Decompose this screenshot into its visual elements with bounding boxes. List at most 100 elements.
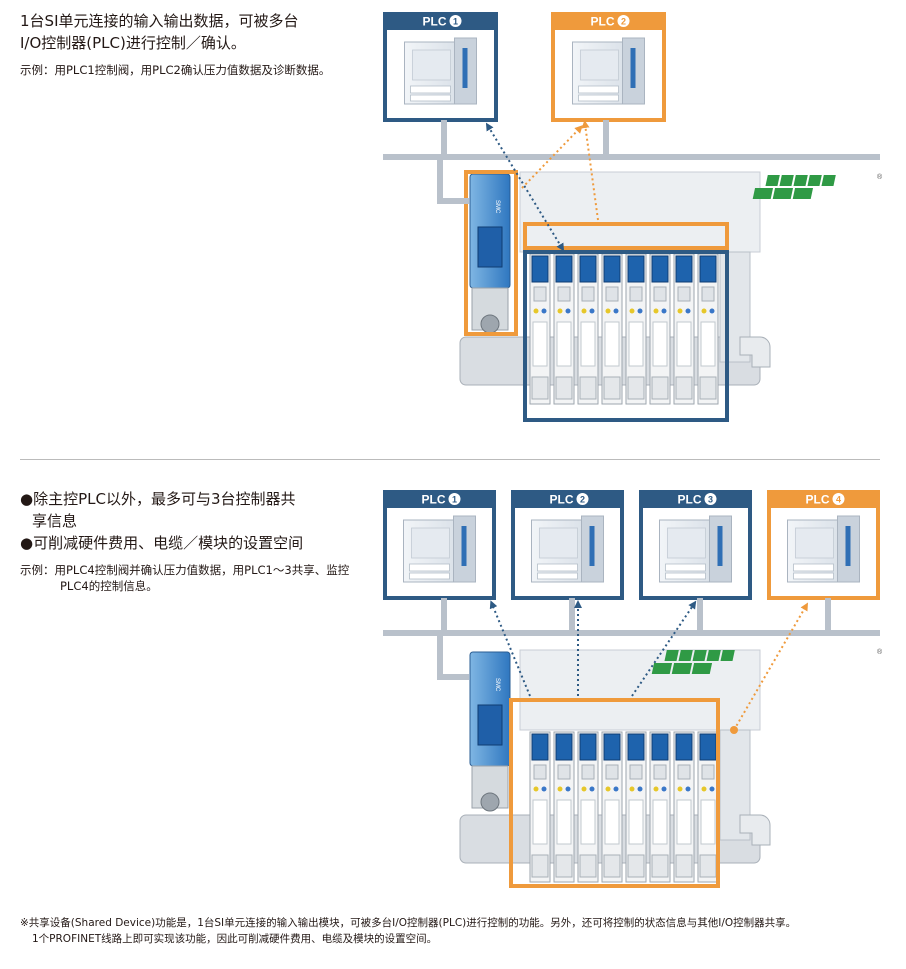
solenoid-valve [529, 731, 551, 883]
solenoid-valve [673, 731, 695, 883]
connector [480, 792, 500, 812]
si-unit-brand: SMC [494, 200, 500, 214]
solenoid-valve [697, 731, 719, 883]
computer-icon [572, 37, 645, 105]
shared-io-highlight [509, 698, 720, 888]
computer-icon [403, 515, 476, 583]
footnote-line1: ※共享设备(Shared Device)功能是，1台SI单元连接的输入输出模块，… [20, 917, 797, 929]
computer-icon [404, 37, 477, 105]
share-arrow-plc3 [631, 600, 697, 697]
solenoid-valve [553, 731, 575, 883]
logo-letter: E [818, 189, 825, 200]
logo-letter: T [838, 664, 845, 675]
plc-label: PLC [678, 493, 702, 507]
network-drop [441, 598, 447, 632]
registered-mark: ® [877, 648, 883, 656]
logo-tile [720, 650, 735, 661]
profinet-logo: PROFINET® [752, 173, 883, 200]
logo-tile [706, 650, 721, 661]
solenoid-valve [649, 253, 671, 405]
footnote: ※共享设备(Shared Device)功能是，1台SI单元连接的输入输出模块，… [20, 915, 890, 947]
section2-bullet1: ●除主控PLC以外，最多可与3台控制器共 [20, 490, 296, 508]
section2-text: ●除主控PLC以外，最多可与3台控制器共 享信息 ●可削减硬件费用、电缆／模块的… [20, 488, 360, 594]
logo-letter: F [848, 651, 855, 662]
logo-letter: O [834, 651, 842, 662]
section2-bullet1-cont: 享信息 [32, 512, 78, 530]
logo-tile [765, 175, 780, 186]
logo-tile [691, 663, 713, 674]
plc-number-badge [449, 15, 462, 27]
plc-number-badge [448, 493, 461, 505]
plc-number-badge [576, 493, 589, 505]
section1-example: 示例：用PLC1控制阀，用PLC2确认压力值数据及诊断数据。 [20, 63, 331, 77]
network-drop [437, 198, 469, 204]
computer-icon [787, 515, 860, 583]
valve-manifold-s2: SMC [459, 649, 771, 883]
solenoid-valve [625, 731, 647, 883]
network-drop [825, 598, 831, 632]
section1-heading-line2: I/O控制器(PLC)进行控制／确认。 [20, 34, 246, 52]
section1-text: 1台SI单元连接的输入输出数据，可被多台 I/O控制器(PLC)进行控制／确认。… [20, 10, 350, 78]
data-arrow [521, 125, 583, 189]
logo-tile [807, 175, 822, 186]
solenoid-valve [601, 253, 623, 405]
footnote-line2: 1个PROFINET线路上即可实现该功能，因此可削减硬件费用、电缆及模块的设置空… [32, 933, 438, 945]
logo-tile [793, 175, 808, 186]
plc-number: 1 [452, 495, 457, 505]
plc-number-badge [617, 15, 630, 27]
connector [480, 314, 500, 334]
valve-manifold-s1: SMC [459, 171, 771, 405]
si-unit-brand: SMC [494, 678, 500, 692]
logo-tile [678, 650, 693, 661]
solenoid-valve [649, 731, 671, 883]
network-bus-2 [383, 630, 880, 636]
logo-letter: N [797, 664, 805, 675]
logo-tile [779, 175, 794, 186]
plc-label: PLC [550, 493, 574, 507]
logo-tile [651, 663, 673, 674]
solenoid-valve [553, 253, 575, 405]
logo-letter: P [806, 651, 813, 662]
section2-example: 示例：用PLC4控制阀并确认压力值数据，用PLC1～3共享、监控PLC4的控制信… [20, 563, 350, 593]
plc-box-section2-2: PLC 2 [511, 490, 624, 600]
logo-tile [792, 188, 814, 199]
registered-mark: ® [877, 173, 883, 181]
logo-letter: I [864, 176, 867, 187]
valve-highlight [523, 250, 729, 422]
logo-tile [671, 663, 693, 674]
solenoid-valve [601, 731, 623, 883]
network-drop [603, 120, 609, 156]
logo-letter: E [818, 664, 825, 675]
solenoid-valve [577, 253, 599, 405]
profinet-logo-group: PROFINET®PROFINET® [651, 173, 883, 675]
solenoid-valve [529, 253, 551, 405]
computer-icon [531, 515, 604, 583]
logo-tile [664, 650, 679, 661]
network-drop [437, 154, 443, 204]
solenoid-valve [577, 731, 599, 883]
logo-letter: I [864, 651, 867, 662]
data-arrow [581, 120, 599, 221]
plc-number-badge [704, 493, 717, 505]
solenoid-valve [625, 253, 647, 405]
computer-icon [659, 515, 732, 583]
plc-box-section2-1: PLC 1 [383, 490, 496, 600]
section1-heading-line1: 1台SI单元连接的输入输出数据，可被多台 [20, 12, 299, 30]
connection-group [383, 120, 880, 734]
network-drop [441, 120, 447, 156]
plc-number: 4 [836, 495, 841, 505]
logo-tile [692, 650, 707, 661]
plc-number: 2 [580, 495, 585, 505]
plc-label: PLC [422, 493, 446, 507]
plc-number-badge [832, 493, 845, 505]
logo-letter: T [838, 189, 845, 200]
logo-letter: R [820, 651, 828, 662]
manifold-group: SMC SMC [459, 170, 771, 888]
